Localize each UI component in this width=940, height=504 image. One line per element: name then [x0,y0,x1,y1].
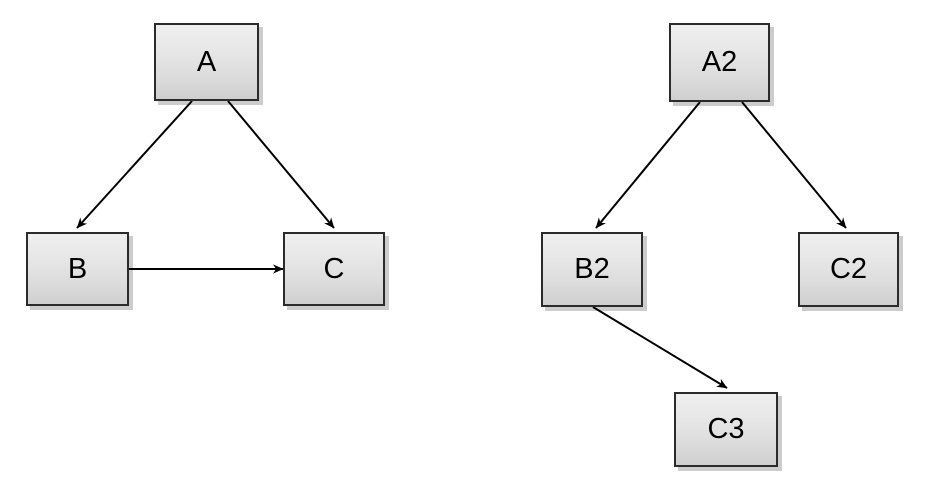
node-c3-label: C3 [707,413,745,445]
node-b[interactable]: B [26,232,129,306]
node-c[interactable]: C [283,232,385,306]
node-c2-label: C2 [829,253,868,285]
edge-a2-to-b2 [595,101,701,229]
edge-a2-to-c2 [741,101,847,229]
node-a2-label: A2 [701,46,738,78]
node-a2[interactable]: A2 [669,23,770,102]
node-a-label: A [196,45,217,78]
node-a[interactable]: A [154,23,259,101]
node-c3[interactable]: C3 [674,392,778,467]
node-b-label: B [67,252,88,285]
edge-a-to-c [227,100,335,229]
edge-b2-to-c3 [592,306,728,389]
node-c2[interactable]: C2 [798,232,899,307]
node-c-label: C [323,252,345,285]
node-b2[interactable]: B2 [541,232,643,307]
edge-a-to-b [76,100,193,229]
node-b2-label: B2 [574,253,610,285]
